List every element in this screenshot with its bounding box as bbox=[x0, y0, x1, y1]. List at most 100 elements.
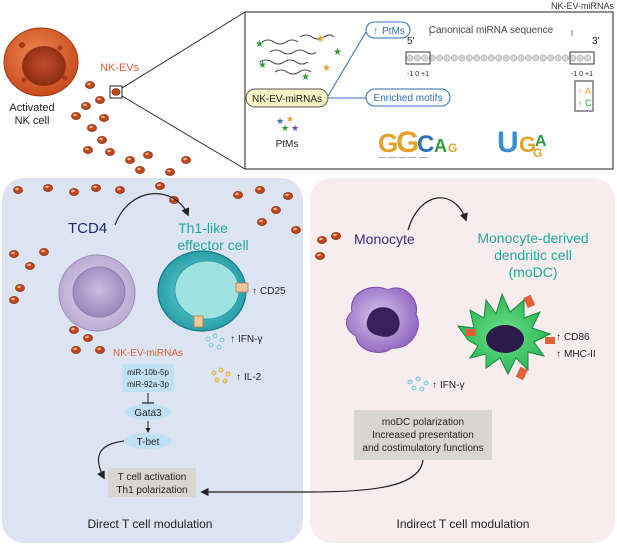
nk-ev-vesicle-highlight bbox=[71, 189, 75, 193]
nk-ev-vesicle-highlight bbox=[319, 237, 323, 241]
svg-text:★: ★ bbox=[291, 123, 299, 133]
mhc2-label: MHC-II bbox=[564, 349, 596, 360]
left-positions: -1 0 +1 bbox=[407, 71, 429, 78]
sequence-bead bbox=[413, 54, 421, 62]
nk-ev-vesicle bbox=[165, 168, 175, 176]
tbet-to-outcome-arrow bbox=[97, 440, 125, 480]
sequence-bead bbox=[554, 54, 562, 62]
th1-label-line1: Th1-like bbox=[178, 220, 228, 236]
sequence-bead bbox=[436, 54, 444, 62]
il2-dots bbox=[211, 367, 231, 384]
ptms-bubble-arrow: ↑ bbox=[373, 26, 378, 37]
svg-text:★: ★ bbox=[301, 72, 310, 83]
nk-ev-vesicle bbox=[143, 151, 153, 159]
nk-ev-vesicle-highlight bbox=[87, 82, 91, 86]
tbet-label: T-bet bbox=[137, 437, 160, 448]
nk-ev-vesicle-highlight bbox=[293, 227, 297, 231]
nk-ev-vesicle-highlight bbox=[259, 219, 263, 223]
nk-ev-vesicle bbox=[257, 218, 267, 226]
nk-ev-vesicle-highlight bbox=[167, 169, 171, 173]
nk-ev-vesicle bbox=[83, 334, 93, 342]
cd25-label: CD25 bbox=[260, 286, 286, 297]
nk-ev-vesicle-highlight bbox=[85, 147, 89, 151]
nk-ev-vesicle bbox=[181, 156, 191, 164]
nk-ev-vesicle bbox=[81, 102, 91, 110]
nk-ev-vesicle-highlight bbox=[137, 167, 141, 171]
gata3-label: Gata3 bbox=[134, 408, 162, 419]
cd25-receptor-top bbox=[235, 282, 249, 293]
sequence-bead bbox=[547, 54, 555, 62]
sequence-bead bbox=[584, 54, 592, 62]
nk-ev-vesicle-highlight bbox=[285, 193, 289, 197]
sequence-bead bbox=[421, 54, 429, 62]
nk-ev-vesicle-highlight bbox=[333, 233, 337, 237]
modc-outcome-box bbox=[354, 410, 492, 460]
nk-ev-vesicle bbox=[331, 232, 341, 240]
motif-logo-2: U G A G bbox=[497, 126, 547, 160]
sequence-bead bbox=[465, 54, 473, 62]
mod-a-arrow: ↑ bbox=[578, 87, 582, 96]
sequence-bead bbox=[495, 54, 503, 62]
modc-box-line2: Increased presentation bbox=[372, 430, 474, 441]
nk-ev-vesicle bbox=[99, 114, 109, 122]
nk-ev-vesicle bbox=[9, 296, 19, 304]
nk-ev-vesicle bbox=[83, 146, 93, 154]
monocyte-to-modc-arrow bbox=[407, 197, 468, 231]
gata3-node bbox=[125, 404, 171, 420]
zoom-line-bottom bbox=[121, 95, 246, 170]
monocyte-label: Monocyte bbox=[354, 231, 415, 247]
tcd4-cell bbox=[58, 254, 136, 332]
nk-ev-vesicle-highlight bbox=[97, 347, 101, 351]
svg-text:G: G bbox=[533, 146, 542, 160]
nk-ev-vesicle-highlight bbox=[89, 125, 93, 129]
sequence-bead bbox=[517, 54, 525, 62]
indirect-modulation-footer: Indirect T cell modulation bbox=[397, 517, 530, 531]
five-prime-window bbox=[405, 51, 431, 65]
nk-ev-vesicle-highlight bbox=[11, 297, 15, 301]
nk-ev-vesicle-highlight bbox=[17, 285, 21, 289]
nk-ev-vesicle bbox=[115, 186, 125, 194]
nk-ev-vesicle-highlight bbox=[107, 149, 111, 153]
nk-ev-vesicle-highlight bbox=[117, 187, 121, 191]
svg-text:★: ★ bbox=[281, 123, 289, 133]
activated-nk-label-line2: NK cell bbox=[15, 115, 50, 127]
nk-ev-vesicle bbox=[95, 346, 105, 354]
nk-ev-vesicle-highlight bbox=[27, 263, 31, 267]
nk-ev-mirnas-left-label: NK-EV-miRNAs bbox=[113, 348, 183, 359]
nk-ev-vesicle bbox=[105, 148, 115, 156]
activated-nk-cell bbox=[3, 27, 79, 97]
nk-ev-vesicle-highlight bbox=[99, 137, 103, 141]
svg-text:★: ★ bbox=[333, 47, 342, 58]
mhc2-arrow: ↑ bbox=[556, 349, 561, 360]
nk-ev-vesicle-highlight bbox=[317, 253, 321, 257]
sequence-bead bbox=[450, 54, 458, 62]
svg-text:G: G bbox=[396, 126, 419, 159]
monocyte-cell bbox=[346, 286, 419, 353]
ptms-legend-stars: ★ ★ ★ ★ bbox=[276, 114, 299, 133]
svg-text:U: U bbox=[497, 126, 519, 159]
nk-ev-vesicle-highlight bbox=[235, 192, 239, 196]
ifn-gamma-arrow-right: ↑ bbox=[432, 380, 437, 391]
nk-ev-vesicle-highlight bbox=[71, 327, 75, 331]
selected-vesicle bbox=[111, 88, 121, 96]
cd86-receptor-2 bbox=[545, 337, 555, 344]
mirna-list-box bbox=[122, 364, 174, 392]
nk-ev-vesicle bbox=[291, 226, 301, 234]
nk-ev-vesicle-highlight bbox=[41, 249, 45, 253]
right-positions: -1 0 +1 bbox=[571, 71, 593, 78]
enriched-motifs-label: Enriched motifs bbox=[374, 93, 443, 104]
sequence-bead bbox=[524, 54, 532, 62]
motif-logo-1: G G C A G — — — — — bbox=[378, 126, 457, 162]
nk-ev-vesicle-highlight bbox=[157, 183, 161, 187]
nk-ev-vesicle bbox=[39, 248, 49, 256]
svg-text:★: ★ bbox=[316, 34, 325, 45]
svg-text:— — — — —: — — — — — bbox=[378, 153, 427, 162]
ifn-gamma-arrow-left: ↑ bbox=[230, 334, 235, 345]
ptms-bubble bbox=[365, 21, 411, 39]
mod-a-label: A bbox=[585, 86, 591, 96]
mir-92a-label: miR-92a-3p bbox=[127, 380, 169, 389]
ifn-gamma-dots-left bbox=[205, 333, 225, 350]
nk-ev-vesicle bbox=[13, 186, 23, 194]
ptms-label: PtMs bbox=[276, 139, 299, 150]
ptm-stars: ★ ★ ★ ★ ★ ★ bbox=[255, 34, 342, 83]
